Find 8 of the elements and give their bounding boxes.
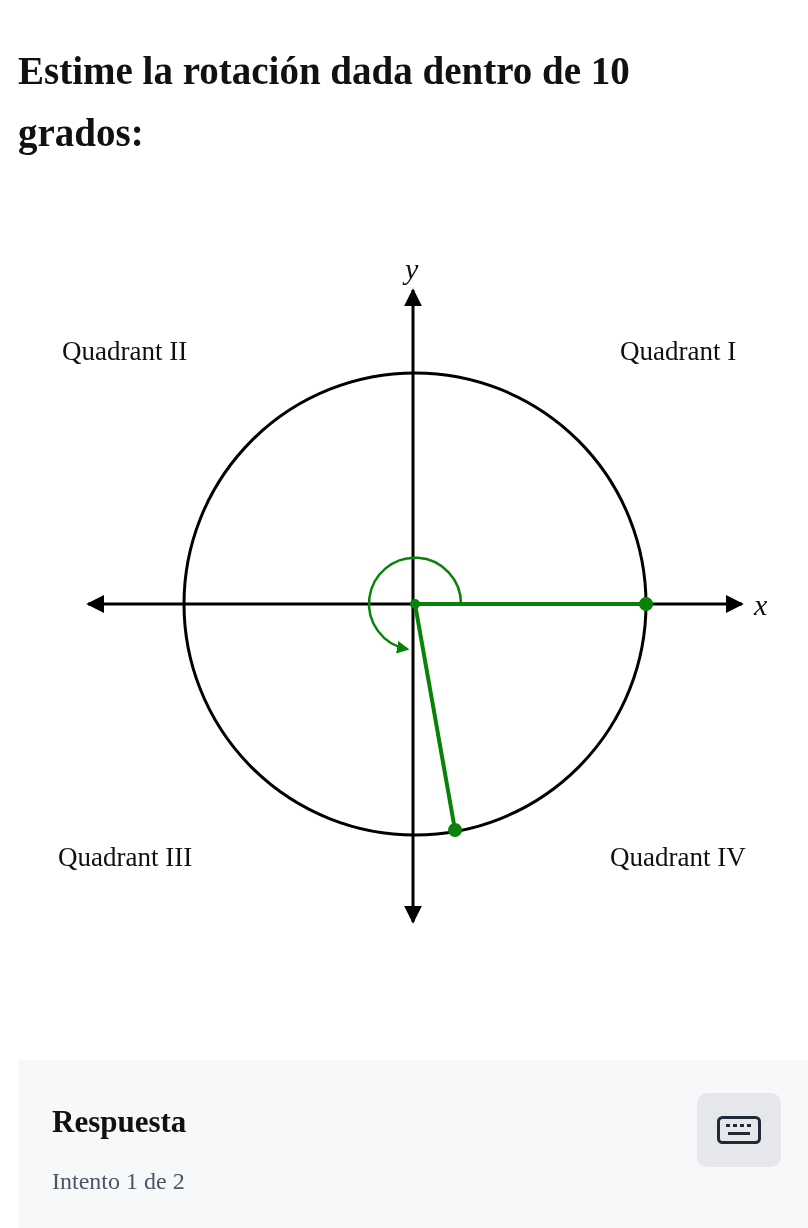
attempt-counter: Intento 1 de 2 bbox=[52, 1168, 185, 1195]
quadrant-label: Quadrant I bbox=[620, 336, 737, 367]
question-text: Estime la rotación dada dentro de 10 grados: bbox=[18, 48, 631, 157]
answer-heading: Respuesta bbox=[52, 1104, 187, 1140]
quadrant-label: Quadrant III bbox=[58, 842, 193, 873]
axis-label: x bbox=[754, 588, 768, 622]
quadrant-label: Quadrant II bbox=[62, 336, 188, 367]
quadrant-label: Quadrant IV bbox=[610, 842, 746, 873]
